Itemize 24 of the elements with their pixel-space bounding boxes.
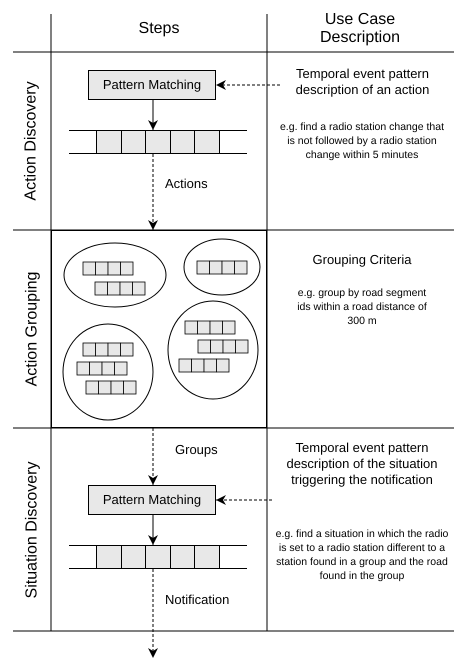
event-queue	[69, 545, 247, 569]
column-header: Steps	[138, 19, 180, 39]
arrow	[148, 514, 158, 546]
description-text: Grouping Criteria	[312, 251, 412, 270]
arrow	[148, 154, 158, 230]
process-box: Pattern Matching	[88, 70, 216, 100]
arrow	[216, 80, 280, 90]
example-text: e.g. find a situation in which the radio is set to a radio station different to a station found in a group and the road found in the group	[274, 527, 450, 583]
arrow	[216, 495, 272, 505]
table-cell	[51, 230, 267, 428]
example-text: e.g. find a radio station change that is not followed by a radio station change within 5 minutes	[278, 120, 446, 162]
row-header: Action Grouping	[22, 272, 41, 386]
example-text: e.g. group by road segment ids within a road distance of 300 m	[296, 286, 428, 328]
column-header: Use Case Description	[318, 11, 402, 47]
edge-label: Groups	[173, 442, 220, 458]
event-queue	[69, 130, 247, 154]
arrow	[148, 428, 158, 486]
description-text: Temporal event pattern description of an action	[280, 66, 445, 104]
description-text: Temporal event pattern description of the situation triggering the notification	[272, 440, 452, 512]
arrow	[148, 568, 158, 658]
process-box: Pattern Matching	[88, 485, 216, 515]
arrow	[148, 100, 158, 130]
row-header: Action Discovery	[22, 81, 41, 201]
row-header: Situation Discovery	[22, 461, 41, 598]
